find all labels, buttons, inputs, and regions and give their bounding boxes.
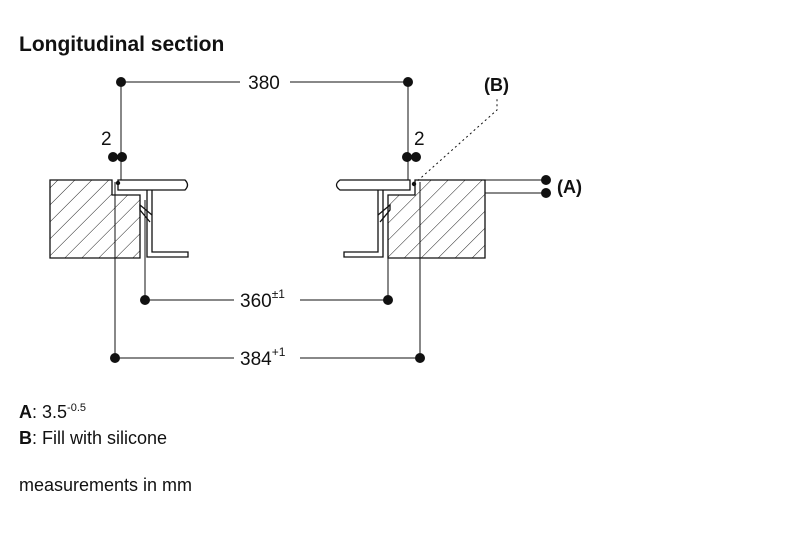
dim-dot xyxy=(383,295,393,305)
legend-a-value: 3.5 xyxy=(42,402,68,422)
legend-a-tolerance: -0.5 xyxy=(67,402,87,414)
legend-item-b: B: Fill with silicone xyxy=(19,428,168,448)
dim-right-gap-label: 2 xyxy=(414,129,425,150)
callout-b-leader xyxy=(413,98,498,185)
page-title: Longitudinal section xyxy=(19,33,225,56)
right-worktop xyxy=(387,179,486,259)
left-worktop xyxy=(49,179,141,259)
callout-a-label: (A) xyxy=(557,177,582,197)
dim-dot xyxy=(110,353,120,363)
dim-384-value: 384 xyxy=(240,349,272,370)
legend-item-a: A: 3.5-0.5 xyxy=(19,402,87,422)
callout-b-label: (B) xyxy=(484,75,509,95)
gap-point xyxy=(115,180,121,186)
dim-dot xyxy=(403,77,413,87)
dim-dot xyxy=(541,175,551,185)
dim-dot xyxy=(411,152,421,162)
dim-dot xyxy=(108,152,118,162)
dim-360-label: 360±1 xyxy=(240,287,285,312)
dim-dot xyxy=(415,353,425,363)
dim-384-label: 384+1 xyxy=(240,345,286,370)
right-appliance-profile xyxy=(335,179,411,258)
units-note: measurements in mm xyxy=(19,475,193,495)
dim-384-tolerance: +1 xyxy=(272,345,286,359)
left-appliance-profile xyxy=(117,179,189,258)
dim-dot xyxy=(116,77,126,87)
dim-left-gap-label: 2 xyxy=(101,129,112,150)
dim-360-value: 360 xyxy=(240,291,272,312)
legend-b-key: B xyxy=(19,428,32,448)
dim-dot xyxy=(541,188,551,198)
legend-b-value: Fill with silicone xyxy=(42,428,168,448)
legend-a-key: A xyxy=(19,402,32,422)
dim-dot xyxy=(140,295,150,305)
dim-380-label: 380 xyxy=(248,73,280,94)
dim-dot xyxy=(402,152,412,162)
gap-point xyxy=(411,181,417,187)
dim-360-tolerance: ±1 xyxy=(272,287,286,301)
dimension-dots xyxy=(108,77,551,363)
dim-dot xyxy=(117,152,127,162)
